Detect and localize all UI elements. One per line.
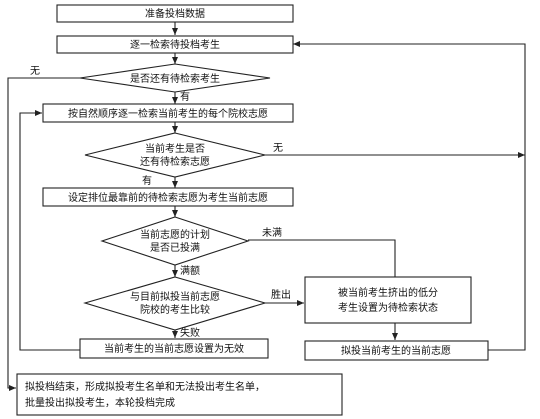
label-win: 胜出 [271,288,291,301]
arrow-no-candidate-to-end [7,77,80,391]
box-squeezed-out-text-2: 考生设置为待检索状态 [338,301,438,314]
decision-compare-text-2: 院校的考生比较 [140,303,210,316]
box-end-text-2: 批量投出拟投考生，本轮投档完成 [25,396,175,409]
box-squeezed-out [304,276,472,324]
connectors [7,22,526,391]
decision-has-choice-text-2: 还有待检索志愿 [140,155,210,168]
decision-has-candidate-text: 是否还有待检索考生 [130,72,220,85]
box-prepare-data-text: 准备投档数据 [145,7,205,20]
decision-plan-full-text-1: 当前志愿的计划 [140,228,210,241]
decision-plan-full-text-2: 是否已投满 [150,241,200,254]
box-retrieve-candidates-text: 逐一检索待投档考生 [130,38,220,51]
box-tentative-text: 拟投当前考生的当前志愿 [341,344,451,357]
decision-plan-full [100,216,250,266]
arrow-loop-back-to-retrieve [293,41,526,351]
box-prepare-data [56,4,294,23]
box-set-invalid [79,338,269,359]
label-full: 满额 [180,264,200,277]
label-has-candidate: 有 [180,90,190,103]
decision-compare-text-1: 与目前拟投当前志愿 [130,290,220,303]
box-end [16,373,343,416]
box-set-choice-text: 设定排位最靠前的待检索志愿为考生当前志愿 [68,191,268,204]
label-lose: 失败 [180,326,200,339]
decision-compare [83,276,267,331]
box-squeezed-out-text-1: 被当前考生挤出的低分 [338,286,438,299]
box-set-choice [42,187,294,207]
label-no-candidate: 无 [30,66,40,77]
label-not-full: 未满 [262,227,282,239]
label-no-choice: 无 [273,143,283,154]
box-retrieve-choices [42,103,294,123]
box-retrieve-candidates [56,35,294,54]
box-end-text-1: 拟投档结束，形成拟投考生名单和无法投出考生名单， [25,380,265,393]
decision-has-choice-text-1: 当前考生是否 [145,142,205,155]
box-set-invalid-text: 当前考生的当前志愿设置为无效 [104,342,244,355]
decision-has-choice [84,132,266,178]
arrow-invalid-back-to-choices [19,110,80,351]
box-retrieve-choices-text: 按自然顺序逐一检索当前考生的每个院校志愿 [68,107,268,120]
box-tentative [304,340,489,361]
decision-has-candidate [79,63,271,93]
label-has-choice: 有 [142,174,152,187]
